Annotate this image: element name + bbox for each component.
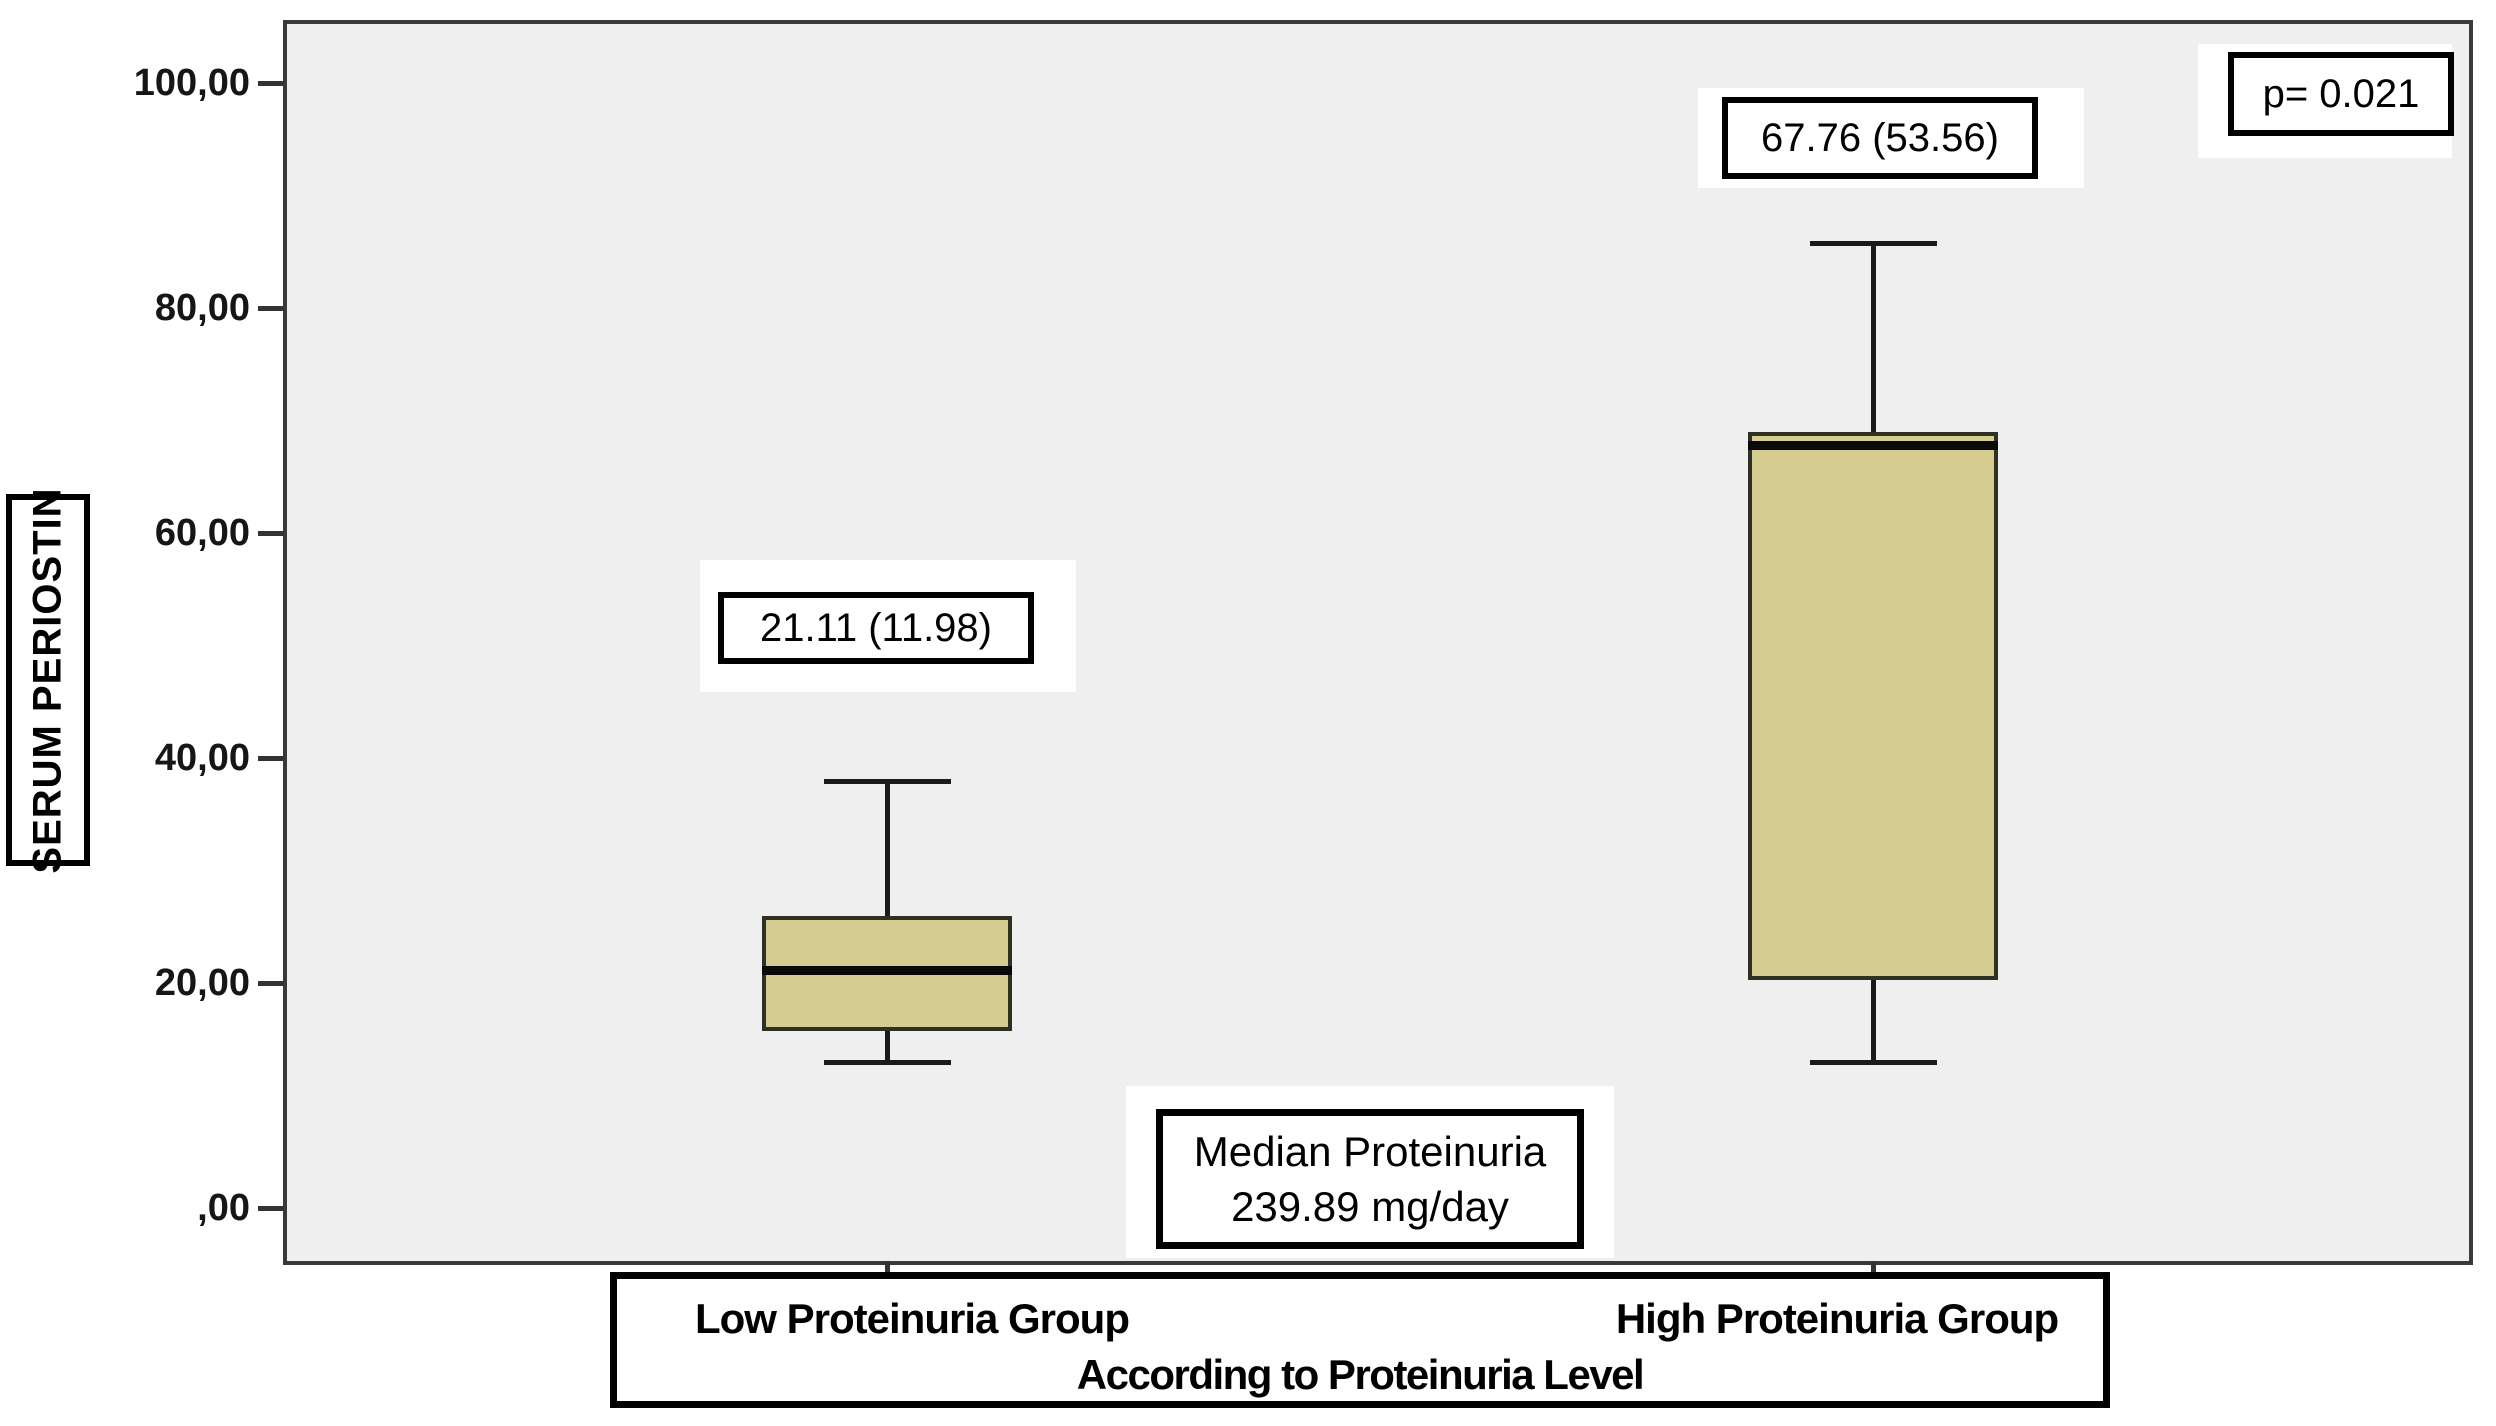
x-axis-title: According to Proteinuria Level <box>1076 1351 1645 1398</box>
whisker-cap-bottom-low <box>823 1059 951 1065</box>
whisker-cap-top-low <box>823 778 951 784</box>
y-axis-tick <box>258 756 284 761</box>
iqr-box-high <box>1748 431 1998 980</box>
whisker-bottom-low <box>885 1031 890 1062</box>
p-value-text: p= 0.021 <box>2262 71 2420 116</box>
y-axis-tick-label: ,00 <box>197 1187 250 1229</box>
whisker-cap-bottom-high <box>1809 1059 1937 1065</box>
median-line-low <box>762 966 1012 975</box>
annotation-high-median-iqr: 67.76 (53.56) <box>1722 97 2038 179</box>
whisker-bottom-high <box>1871 979 1876 1062</box>
x-axis-tick <box>1871 1261 1876 1281</box>
median-line-high <box>1748 441 1998 451</box>
y-axis-tick <box>258 81 284 86</box>
p-value-box: p= 0.021 <box>2228 52 2454 136</box>
y-axis-tick <box>258 531 284 536</box>
y-axis-tick <box>258 981 284 986</box>
x-group-label-low: Low Proteinuria Group <box>694 1295 1130 1342</box>
y-axis-tick-label: 80,00 <box>154 287 250 329</box>
y-axis-title: SERUM PERIOSTIN <box>25 486 70 874</box>
plot-area <box>283 20 2473 1265</box>
median-proteinuria-line1: Median Proteinuria <box>1193 1127 1547 1175</box>
y-axis-tick-label: 100,00 <box>133 62 250 104</box>
median-proteinuria-box: Median Proteinuria 239.89 mg/day <box>1156 1109 1584 1249</box>
y-axis-tick-label: 40,00 <box>154 737 250 779</box>
y-axis-tick-label: 20,00 <box>154 962 250 1004</box>
x-axis-tick <box>885 1261 890 1281</box>
whisker-top-low <box>885 780 890 916</box>
annotation-low-text: 21.11 (11.98) <box>759 605 992 650</box>
x-axis-label-box: Low Proteinuria Group High Proteinuria G… <box>610 1272 2110 1408</box>
y-axis-tick-label: 60,00 <box>154 512 250 554</box>
x-group-label-high: High Proteinuria Group <box>1615 1295 2059 1342</box>
median-proteinuria-line2: 239.89 mg/day <box>1231 1183 1509 1230</box>
y-axis-tick <box>258 1206 284 1211</box>
y-axis-tick <box>258 306 284 311</box>
whisker-top-high <box>1871 242 1876 432</box>
annotation-high-text: 67.76 (53.56) <box>1761 115 1999 160</box>
annotation-low-median-iqr: 21.11 (11.98) <box>718 592 1034 664</box>
whisker-cap-top-high <box>1809 240 1937 246</box>
y-axis-title-box: SERUM PERIOSTIN <box>6 487 90 873</box>
